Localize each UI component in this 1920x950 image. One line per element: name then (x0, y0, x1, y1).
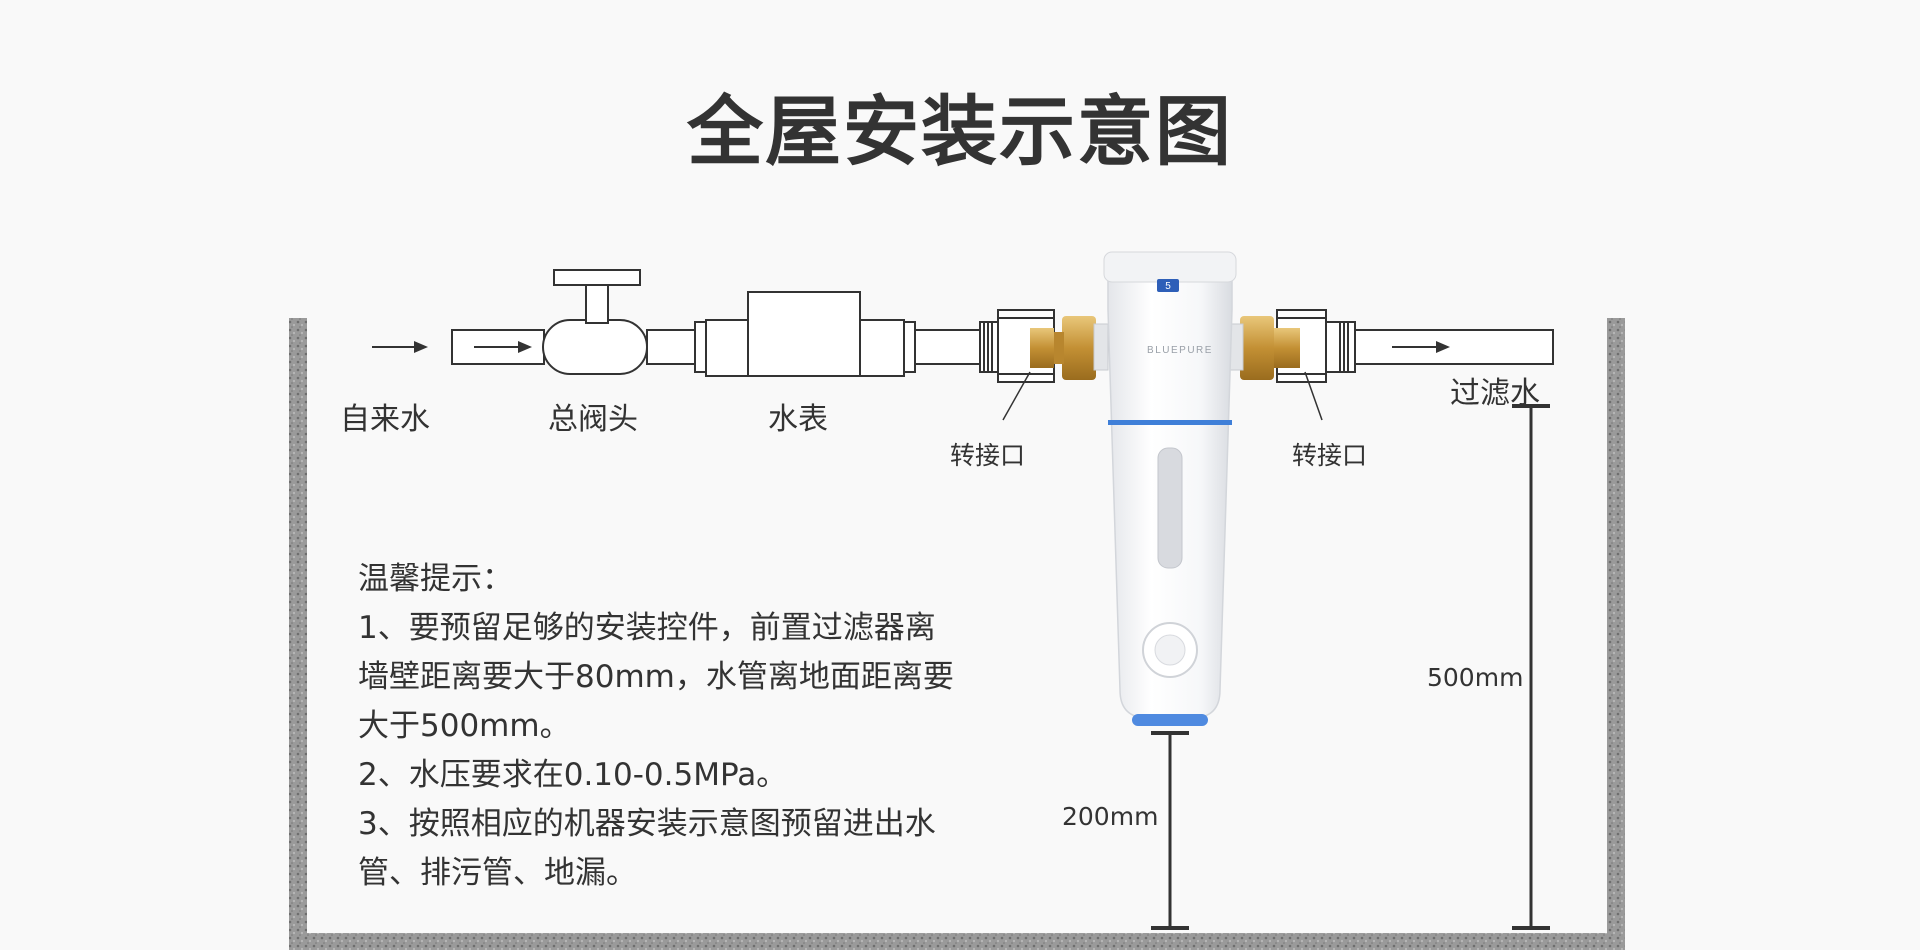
left-brass-nut (1062, 316, 1096, 380)
right-adapter-label: 转接口 (1292, 441, 1368, 470)
right-adapter-leader (1304, 371, 1323, 421)
tips-line: 大于500mm。 (358, 708, 571, 744)
outlet-pipe (1354, 329, 1554, 365)
left-wall (289, 318, 307, 950)
right-wall (1607, 318, 1625, 950)
tips-line: 管、排污管、地漏。 (358, 855, 637, 891)
prefilter-device: BLUEPURE 5 (1103, 251, 1237, 726)
dimension-500 (1512, 404, 1550, 930)
right-brass-nut (1240, 316, 1274, 380)
device-base-ring (1132, 714, 1208, 726)
height-500-label: 500mm (1427, 663, 1524, 692)
tips-block: 温馨提示： 1、要预留足够的安装控件，前置过滤器离 墙壁距离要大于80mm，水管… (358, 555, 1008, 898)
right-brass-thread (1274, 328, 1300, 368)
tips-heading: 温馨提示： (358, 561, 513, 597)
outlet-pipe-arrow (1392, 341, 1450, 353)
inlet-arrow (372, 341, 428, 353)
height-200-label: 200mm (1062, 802, 1159, 831)
tips-line: 2、水压要求在0.10-0.5MPa。 (358, 757, 788, 793)
device-top-cap (1103, 251, 1237, 283)
left-adapter-label: 转接口 (950, 441, 1026, 470)
inlet-pipe-arrow (474, 341, 532, 353)
tips-line: 1、要预留足够的安装控件，前置过滤器离 (358, 610, 936, 646)
brass-fittings (1030, 316, 1300, 380)
left-adapter-leader (1002, 371, 1031, 421)
device-display (1157, 279, 1179, 292)
filtered-water-label: 过滤水 (1450, 376, 1540, 411)
tips-line: 墙壁距离要大于80mm，水管离地面距离要 (358, 659, 954, 695)
device-blue-band (1108, 420, 1232, 425)
device-window (1157, 447, 1183, 569)
device-badge: 5 (1165, 281, 1171, 292)
dimension-200 (1151, 731, 1189, 930)
pipe-line (372, 269, 1554, 383)
floor (289, 933, 1625, 950)
device-brand: BLUEPURE (1147, 345, 1213, 356)
tap-water-label: 自来水 (340, 402, 430, 437)
water-meter-shape (705, 291, 905, 377)
room-walls (289, 318, 1625, 950)
water-meter-label: 水表 (768, 402, 828, 437)
tips-line: 3、按照相应的机器安装示意图预留进出水 (358, 806, 936, 842)
page-title: 全屋安装示意图 (687, 87, 1233, 176)
adapter-leaders (1002, 371, 1323, 421)
main-valve-shape (542, 269, 648, 375)
left-brass-thread (1030, 328, 1054, 368)
main-valve-label: 总阀头 (548, 402, 638, 437)
